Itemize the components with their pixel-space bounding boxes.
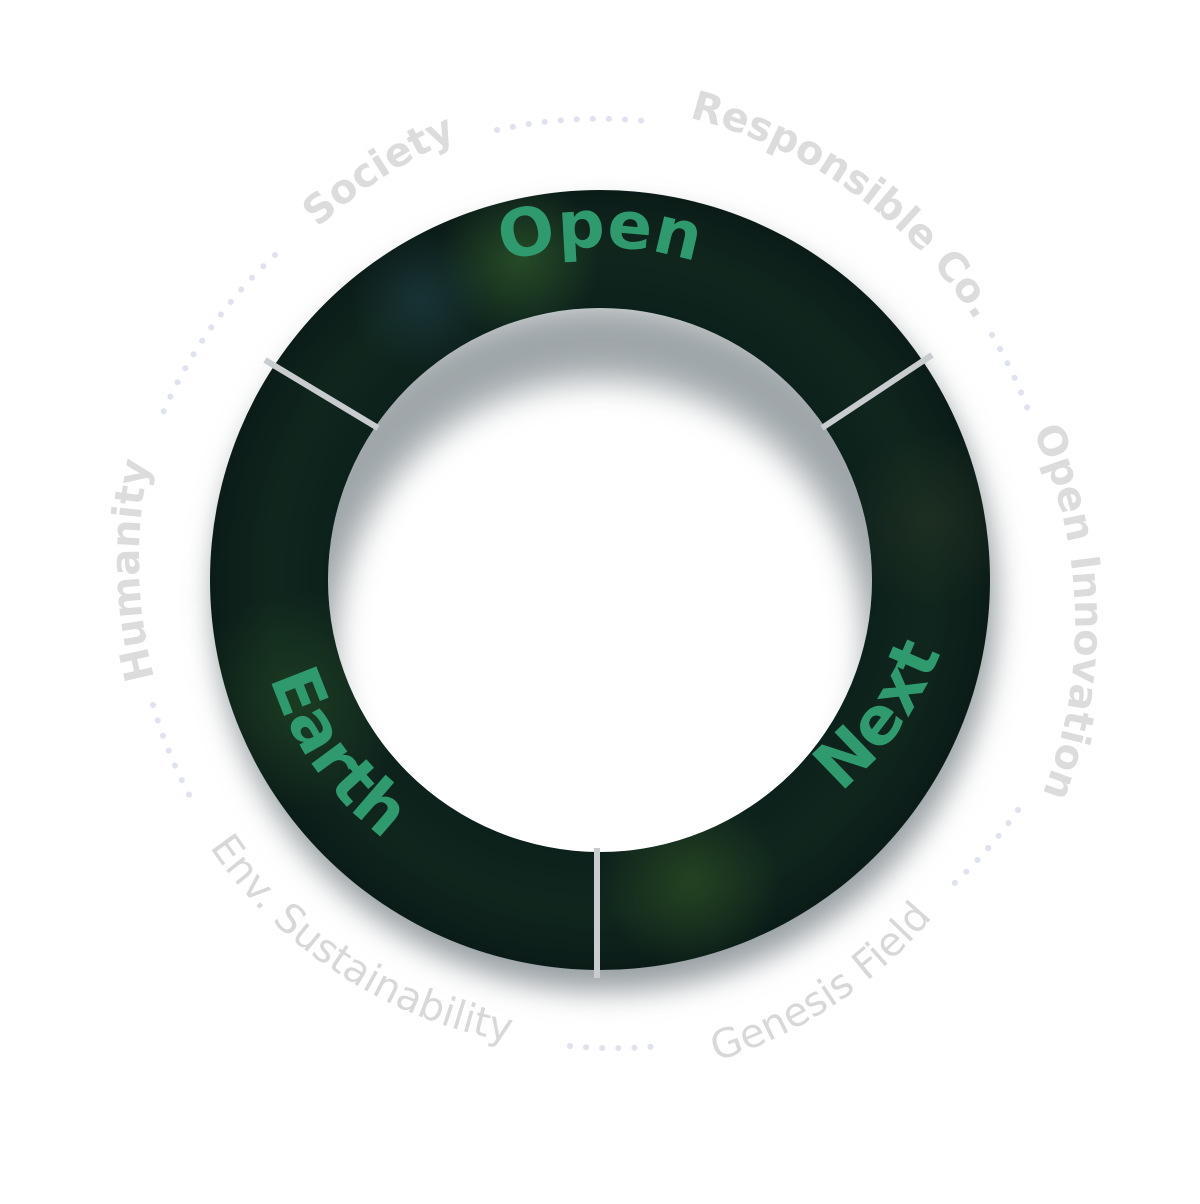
dotted-arc-top xyxy=(494,115,648,133)
segment-label-open: Open xyxy=(490,185,710,276)
dotted-arc-upper-right xyxy=(989,332,1031,413)
dotted-arc-bottom xyxy=(567,1043,663,1052)
segment-dividers xyxy=(263,352,934,978)
divider-upper-right xyxy=(820,352,934,431)
dotted-arc-left-upper xyxy=(157,252,278,423)
divider-upper-left xyxy=(263,357,380,431)
dotted-arc-left-lower xyxy=(150,702,195,803)
dotted-arcs xyxy=(150,115,1031,1052)
